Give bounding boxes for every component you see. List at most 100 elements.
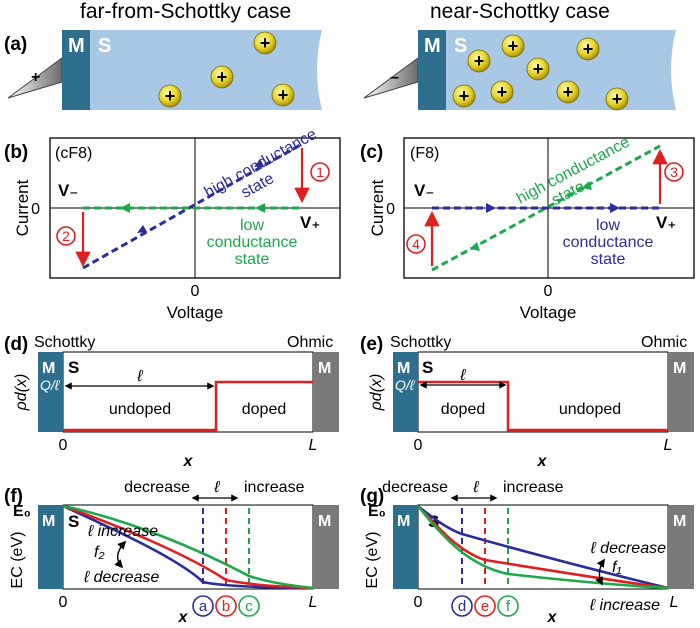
panel-e-label: (e): [360, 334, 383, 355]
f1-label: f₁: [612, 559, 622, 576]
iv-plot-f8: (F8) Current 0 0 Voltage high conductanc…: [368, 134, 695, 322]
schottky-metal: [38, 352, 63, 432]
charge-sign: +: [583, 39, 594, 59]
metal-letter: M: [673, 360, 686, 377]
v-minus-label: V₋: [414, 181, 434, 200]
end-tick: L: [664, 437, 673, 454]
doped-label: doped: [242, 401, 287, 418]
tag-b-letter: b: [222, 598, 230, 615]
high-state-line: [82, 142, 303, 270]
charge-sign: +: [533, 59, 544, 79]
increase-label: increase: [244, 479, 305, 496]
decrease-label: decrease: [124, 479, 190, 496]
ohmic-metal: [668, 352, 694, 432]
positive-charge-icon: [210, 65, 234, 89]
positive-charge-icon: [253, 31, 277, 55]
far-case-title: far-from-Schottky case: [80, 0, 291, 23]
low-state-arrowhead: [255, 203, 265, 213]
tag-a-letter: a: [199, 598, 208, 615]
y-axis-title: ρd(x): [13, 374, 30, 412]
doping-profile-line: [63, 380, 313, 432]
x-axis-title: Voltage: [167, 303, 224, 322]
doped-label: doped: [441, 401, 486, 418]
metal-letter: M: [397, 513, 410, 530]
ohmic-label: Ohmic: [641, 334, 687, 351]
schottky-label: Schottky: [34, 334, 95, 351]
band-curve-a: [62, 504, 314, 590]
high-state-arrowhead: [582, 181, 592, 190]
q-over-l-label: Q/ℓ: [395, 377, 415, 393]
undoped-label: undoped: [559, 401, 621, 418]
positive-charge-icon: [605, 87, 629, 111]
step-4-badge: [406, 234, 426, 254]
charge-sign: +: [278, 85, 289, 105]
step-1-number: 1: [316, 164, 324, 180]
doping-profile-near: Schottky Ohmic M M S ρd(x) Q/ℓ ℓ doped u…: [368, 334, 694, 470]
tag-c-letter: c: [245, 598, 253, 615]
semiconductor-letter: S: [68, 358, 79, 377]
origin-tick: 0: [59, 594, 68, 611]
x-axis-title: x: [547, 609, 558, 626]
y-axis-title: Current: [368, 179, 387, 236]
far-case-device: + M S ++++: [7, 30, 322, 110]
step-2-number: 2: [62, 228, 70, 244]
ell-label: ℓ: [136, 368, 143, 385]
semiconductor-letter: S: [422, 358, 433, 377]
positive-charge-icon: [526, 57, 550, 81]
end-tick: L: [309, 594, 318, 611]
near-case-device: – M S ++++++++: [363, 30, 676, 111]
high-state-label: high conductancestate: [202, 126, 329, 217]
origin-tick: 0: [414, 437, 423, 454]
metal-letter: M: [424, 35, 441, 57]
metal-letter: M: [318, 513, 331, 530]
sample-tag: (cF8): [55, 145, 92, 162]
tag-a-badge: [192, 595, 214, 617]
e0-label: E₀: [368, 503, 386, 520]
panel-d-label: (d): [4, 334, 28, 355]
high-state-arrowhead: [137, 225, 147, 233]
high-state-arrowhead: [254, 159, 264, 167]
tag-f-letter: f: [506, 598, 511, 615]
metal-letter: M: [68, 35, 85, 57]
metal-letter: M: [42, 360, 55, 377]
band-curve-e: [417, 505, 669, 590]
f2-curved-arrow: [114, 540, 127, 569]
charge-sign: +: [497, 82, 508, 102]
charge-sign: +: [165, 86, 176, 106]
positive-charge-icon: [271, 83, 295, 107]
schottky-metal: [38, 505, 63, 589]
ohmic-metal: [668, 505, 694, 589]
tag-c-badge: [238, 595, 260, 617]
origin-tick: 0: [59, 437, 68, 454]
high-state-label: high conductancestate: [514, 134, 641, 224]
x-axis-title: x: [183, 453, 194, 470]
metal-contact: [62, 30, 90, 110]
ell-increase-label: ℓ increase: [589, 597, 660, 614]
band-diagram-far: M M S E₀ EC (eV) decrease ℓ increase ℓ i…: [9, 479, 339, 626]
step-3-number: 3: [670, 164, 678, 180]
charge-sign: +: [217, 67, 228, 87]
panel-a-label: (a): [4, 34, 27, 55]
positive-charge-icon: [576, 37, 600, 61]
step-4-number: 4: [412, 236, 420, 252]
v-plus-label: V₊: [656, 213, 676, 232]
tag-e-badge: [474, 595, 496, 617]
x-axis-title: Voltage: [520, 303, 577, 322]
y-axis-title: ρd(x): [368, 374, 385, 412]
step-3-badge: [664, 162, 684, 182]
v-plus-label: V₊: [300, 213, 320, 232]
y-zero-tick: 0: [31, 201, 40, 218]
f1-curved-arrow: [595, 558, 605, 586]
metal-letter: M: [397, 360, 410, 377]
step-1-badge: [310, 162, 330, 182]
iv-plot-cf8: (cF8) Current 0 0 Voltage high conductan…: [13, 126, 341, 322]
x-axis-title: x: [178, 609, 189, 626]
positive-charge-icon: [501, 34, 525, 58]
charge-sign: +: [508, 36, 519, 56]
positive-charge-icon: [556, 80, 580, 104]
tag-e-letter: e: [481, 598, 489, 615]
tag-d-badge: [451, 595, 473, 617]
y-axis-title: Current: [13, 179, 32, 236]
